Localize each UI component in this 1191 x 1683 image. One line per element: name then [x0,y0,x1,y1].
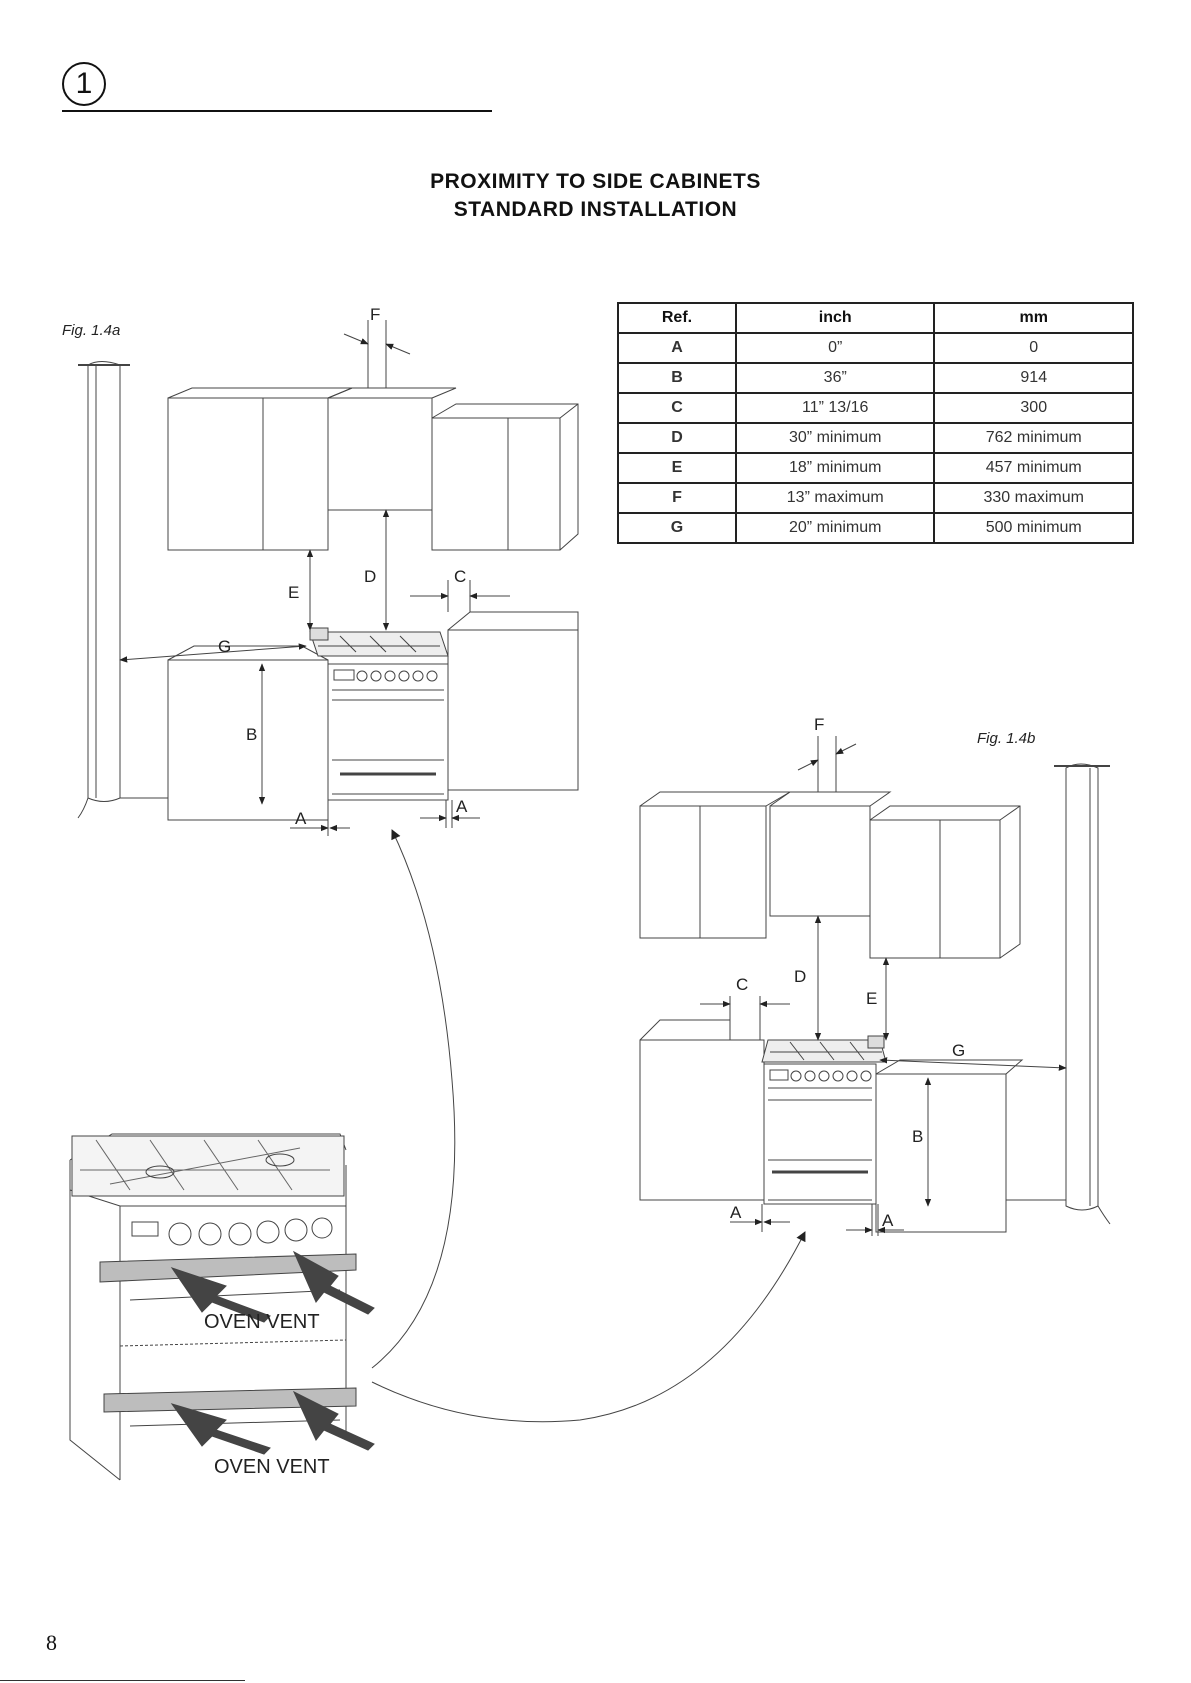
connector-arrow-a [372,830,455,1368]
dim-label-g-b: G [952,1041,965,1060]
oven-vent-label-upper: OVEN VENT [204,1311,320,1333]
dim-label-g-a: G [218,637,231,656]
dim-label-f-a: F [370,305,380,324]
page-number: 8 [46,1630,57,1656]
dim-label-f-b: F [814,715,824,734]
dim-label-b-b: B [912,1127,923,1146]
dim-label-d-a: D [364,567,376,586]
dim-label-d-b: D [794,967,806,986]
dim-label-e-b: E [866,989,877,1008]
dim-label-a-right-a: A [456,797,468,816]
oven-detail [70,1134,374,1480]
figure-a [78,320,578,836]
footer-rule [0,1680,245,1681]
oven-vent-label-lower: OVEN VENT [214,1456,330,1478]
dim-label-a-right-b: A [882,1211,894,1230]
dim-label-b-a: B [246,725,257,744]
dim-label-e-a: E [288,583,299,602]
dim-label-c-b: C [736,975,748,994]
connector-arrow-b [372,1232,805,1422]
dim-label-a-left-a: A [295,809,307,828]
dim-label-c-a: C [454,567,466,586]
dim-label-a-left-b: A [730,1203,742,1222]
figure-b [640,736,1110,1236]
